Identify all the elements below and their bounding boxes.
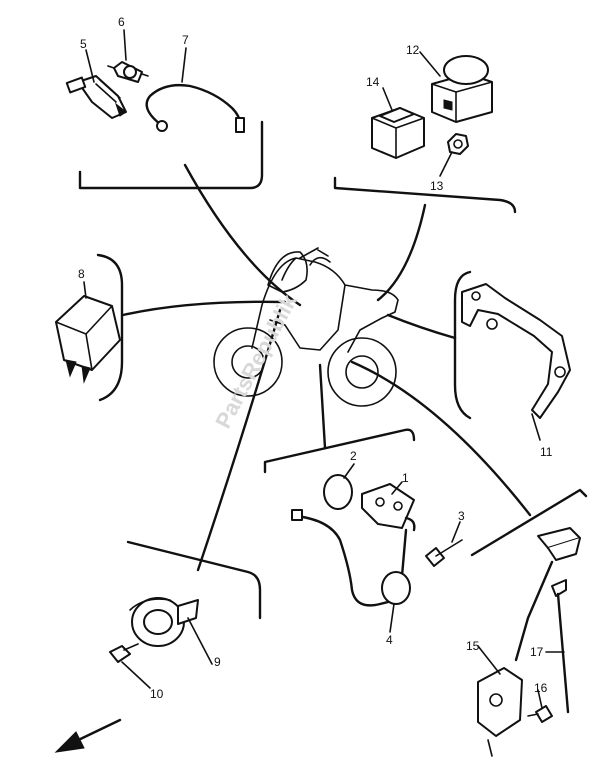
part-3-screw (425, 539, 463, 567)
watermark: PartsRepublik (210, 289, 302, 432)
part-8-unit (55, 295, 121, 384)
rear-hub (345, 355, 379, 389)
rear-wheel (327, 337, 397, 407)
part-1-sensor (361, 483, 416, 532)
callout-13: 13 (430, 179, 444, 193)
part-16-bolt (527, 705, 553, 723)
part-15-sidestand-switch (477, 527, 581, 757)
bracket-center (263, 428, 416, 474)
leader-bottom-left (196, 308, 282, 572)
part-9-horn (129, 597, 199, 647)
part-17-band (551, 579, 570, 714)
part-11-bracket (461, 283, 571, 419)
callout-14: 14 (366, 75, 380, 89)
callout-9: 9 (214, 655, 221, 669)
callout-12: 12 (406, 43, 420, 57)
bracket-top-left (78, 120, 264, 190)
bracket-right (453, 270, 472, 420)
bracket-bottom-left (126, 540, 262, 620)
part-5-switch (65, 75, 127, 119)
callout-5: 5 (80, 37, 87, 51)
motorcycle-fairing (267, 251, 308, 293)
part-10-bolt (109, 643, 139, 663)
callout-labels: 5 6 7 12 14 13 8 11 2 1 3 4 9 10 15 16 1… (78, 15, 553, 701)
callout-1: 1 (402, 471, 409, 485)
front-wheel (213, 327, 283, 397)
leader-right (386, 313, 457, 340)
leader-top-right (376, 203, 427, 302)
leader-bottom-right (350, 360, 532, 517)
callout-16: 16 (534, 681, 548, 695)
group-brackets (78, 120, 588, 620)
callout-17: 17 (530, 645, 544, 659)
leader-top-left (183, 163, 302, 307)
leader-lines (121, 163, 532, 572)
callout-15: 15 (466, 639, 480, 653)
motorcycle-outline (213, 247, 399, 407)
part-6-switch (107, 61, 149, 83)
bracket-top-right (333, 176, 517, 214)
callout-leaders (83, 29, 565, 709)
part-4-lead (291, 509, 411, 607)
callout-3: 3 (458, 509, 465, 523)
motorcycle-handlebar (309, 256, 331, 266)
callout-10: 10 (150, 687, 164, 701)
callout-11: 11 (540, 445, 553, 459)
callout-8: 8 (78, 267, 85, 281)
bracket-left (96, 253, 124, 402)
callout-2: 2 (350, 449, 357, 463)
callout-4: 4 (386, 633, 393, 647)
front-hub (231, 345, 265, 379)
part-12-horn-relay (431, 55, 493, 123)
part-13-nut (447, 133, 469, 155)
part-7-lead-wire (145, 83, 245, 133)
part-2-gasket (323, 474, 353, 510)
leader-center (318, 363, 327, 450)
callout-6: 6 (118, 15, 125, 29)
part-14-relay (371, 107, 425, 159)
front-direction-arrow-icon (54, 718, 122, 753)
bracket-bottom-right (470, 488, 588, 557)
motorcycle-frame (251, 247, 399, 353)
callout-7: 7 (182, 33, 189, 47)
